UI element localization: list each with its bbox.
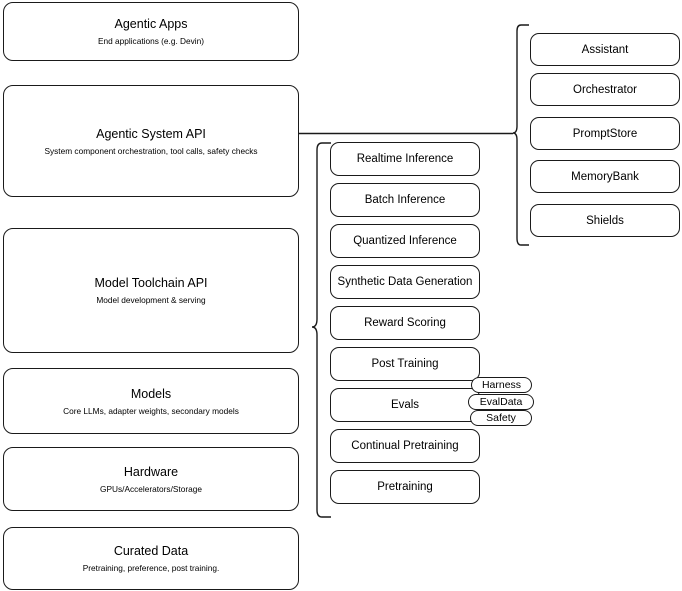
component-label: Orchestrator (573, 83, 637, 96)
capability-label: Post Training (371, 358, 439, 370)
component-box-memorybank[interactable]: MemoryBank (530, 160, 680, 193)
layer-title: Curated Data (113, 544, 189, 558)
capability-label: Quantized Inference (353, 235, 457, 247)
layer-box-agentic-system-api[interactable]: Agentic System API System component orch… (3, 85, 299, 197)
layer-box-models[interactable]: Models Core LLMs, adapter weights, secon… (3, 368, 299, 434)
capability-label: Pretraining (377, 481, 433, 493)
brace-right-column (512, 24, 529, 246)
badge-label: Safety (486, 412, 516, 424)
brace-middle-column (311, 142, 331, 518)
capability-label: Continual Pretraining (351, 440, 459, 452)
capability-label: Reward Scoring (364, 317, 446, 329)
capability-box-continual-pretraining[interactable]: Continual Pretraining (330, 429, 480, 463)
layer-subtitle: System component orchestration, tool cal… (44, 145, 258, 156)
layer-box-curated-data[interactable]: Curated Data Pretraining, preference, po… (3, 527, 299, 590)
component-label: Shields (586, 214, 624, 227)
capability-box-batch-inference[interactable]: Batch Inference (330, 183, 480, 217)
layer-title: Model Toolchain API (94, 276, 208, 290)
layer-title: Agentic Apps (114, 17, 188, 31)
capability-box-quantized-inference[interactable]: Quantized Inference (330, 224, 480, 258)
capability-box-post-training[interactable]: Post Training (330, 347, 480, 381)
layer-subtitle: GPUs/Accelerators/Storage (100, 483, 202, 494)
layer-title: Hardware (123, 464, 179, 479)
connector-line-system-api-to-right (299, 132, 513, 135)
component-label: MemoryBank (571, 170, 639, 183)
evals-badge-harness[interactable]: Harness (471, 377, 532, 393)
layer-box-hardware[interactable]: Hardware GPUs/Accelerators/Storage (3, 447, 299, 511)
capability-label: Batch Inference (364, 194, 446, 206)
capability-box-pretraining[interactable]: Pretraining (330, 470, 480, 504)
capability-label: Realtime Inference (356, 153, 454, 165)
badge-label: Harness (481, 379, 522, 391)
evals-badge-safety[interactable]: Safety (470, 410, 532, 426)
component-label: Assistant (581, 43, 629, 56)
capability-label: Evals (390, 399, 420, 411)
layer-subtitle: End applications (e.g. Devin) (97, 36, 205, 46)
layer-title: Agentic System API (96, 126, 206, 141)
layer-box-agentic-apps[interactable]: Agentic Apps End applications (e.g. Devi… (3, 2, 299, 61)
capability-box-reward-scoring[interactable]: Reward Scoring (330, 306, 480, 340)
layer-box-model-toolchain-api[interactable]: Model Toolchain API Model development & … (3, 228, 299, 353)
capability-label: Synthetic Data Generation (337, 276, 473, 288)
component-box-orchestrator[interactable]: Orchestrator (530, 73, 680, 106)
component-box-assistant[interactable]: Assistant (530, 33, 680, 66)
component-box-shields[interactable]: Shields (530, 204, 680, 237)
capability-box-evals[interactable]: Evals (330, 388, 480, 422)
badge-label: EvalData (479, 396, 523, 408)
layer-title: Models (130, 386, 172, 401)
layer-subtitle: Core LLMs, adapter weights, secondary mo… (63, 405, 239, 416)
layer-subtitle: Model development & serving (96, 295, 206, 305)
evals-badge-evaldata[interactable]: EvalData (468, 394, 534, 410)
component-box-promptstore[interactable]: PromptStore (530, 117, 680, 150)
layer-subtitle: Pretraining, preference, post training. (82, 563, 220, 573)
capability-box-synthetic-data-generation[interactable]: Synthetic Data Generation (330, 265, 480, 299)
capability-box-realtime-inference[interactable]: Realtime Inference (330, 142, 480, 176)
component-label: PromptStore (572, 127, 638, 140)
